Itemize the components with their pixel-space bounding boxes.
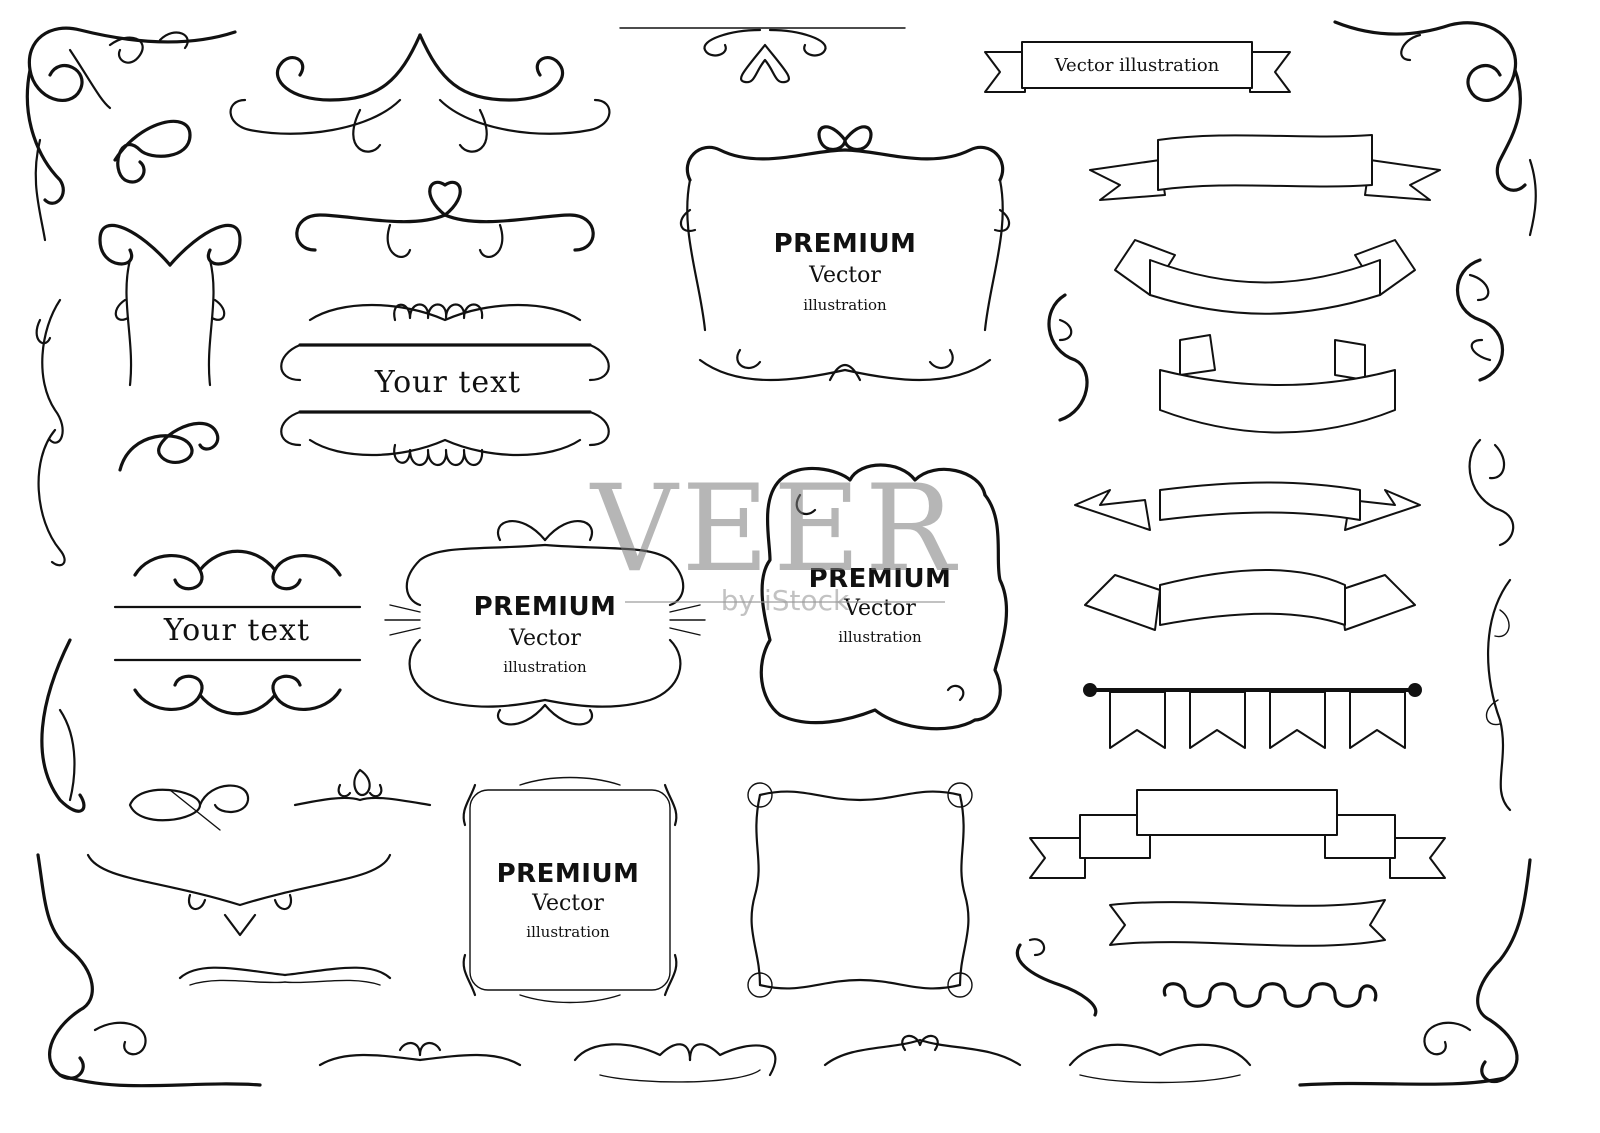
premium-label: PREMIUM [474, 592, 617, 622]
corner-flourish-bottom-left [36, 853, 262, 1088]
watermark: VEER by iStock [589, 460, 959, 617]
illustration-label: illustration [838, 628, 922, 646]
premium-label: PREMIUM [497, 859, 640, 889]
header-flourish-top [229, 33, 611, 153]
your-text-label: Your text [374, 365, 521, 400]
watermark-byline: by iStock [721, 584, 850, 617]
ribbon-2 [1114, 239, 1416, 315]
small-flourish-bow [128, 784, 250, 831]
ribbon-3 [1159, 334, 1396, 434]
side-flourish-right-s [1456, 258, 1504, 382]
illustration-label: illustration [803, 296, 887, 314]
heart-flourish-header [295, 180, 595, 258]
loop-chain [1162, 982, 1378, 1008]
side-flourish-left-upper [35, 298, 66, 567]
premium-frame-d: PREMIUM Vector illustration [462, 776, 678, 1004]
small-flourish-swirl [1015, 938, 1098, 1017]
ribbon-large [1029, 789, 1446, 879]
your-text-label: Your text [163, 613, 310, 648]
divider-flourish-bottom-1 [318, 1042, 522, 1067]
heart-flourish-pair [98, 223, 242, 387]
vector-label: Vector [808, 263, 881, 288]
ribbon-wave [1109, 899, 1386, 947]
vector-label: Vector [531, 891, 604, 916]
empty-ornate-frame [747, 782, 973, 998]
side-flourish-right-lower [1485, 578, 1512, 812]
your-text-frame-1: Your text [280, 303, 610, 467]
premium-label: PREMIUM [774, 229, 917, 259]
banner-text: Vector illustration [1054, 55, 1220, 76]
premium-frame-b: PREMIUM Vector illustration [384, 520, 706, 726]
corner-flourish-bottom-right [1298, 858, 1532, 1087]
divider-flourish-top-center [619, 27, 906, 84]
banner-vector-illustration: Vector illustration [984, 41, 1291, 93]
corner-flourish-top-right [1333, 20, 1537, 237]
premium-frame-c: PREMIUM Vector illustration [759, 463, 1009, 731]
small-flourish-left [118, 421, 220, 472]
watermark-brand: VEER [589, 460, 959, 599]
divider-flourish-bottom-2 [573, 1043, 777, 1083]
vector-label: Vector [508, 626, 581, 651]
side-flourish-left-lower [40, 638, 86, 813]
ribbon-5 [1084, 569, 1416, 631]
premium-label: PREMIUM [809, 564, 952, 594]
premium-frame-a: PREMIUM Vector illustration [679, 125, 1011, 382]
illustration-label: illustration [526, 923, 610, 941]
your-text-frame-2: Your text [113, 549, 362, 716]
corner-flourish-top-left [25, 26, 237, 242]
bunting-flags [1083, 683, 1422, 749]
side-flourish-right-mid [1468, 438, 1515, 547]
vector-label: Vector [843, 596, 916, 621]
small-flourish-crown [293, 768, 432, 807]
divider-flourish-left-bottom [178, 966, 392, 986]
divider-flourish-bottom-4 [1068, 1043, 1252, 1084]
side-flourish-right-s2 [1047, 293, 1089, 422]
ribbon-4 [1074, 481, 1421, 531]
illustration-label: illustration [503, 658, 587, 676]
divider-flourish-bottom-3 [823, 1034, 1022, 1067]
divider-flourish-left-lower [86, 853, 392, 937]
ribbon-1 [1089, 134, 1441, 201]
